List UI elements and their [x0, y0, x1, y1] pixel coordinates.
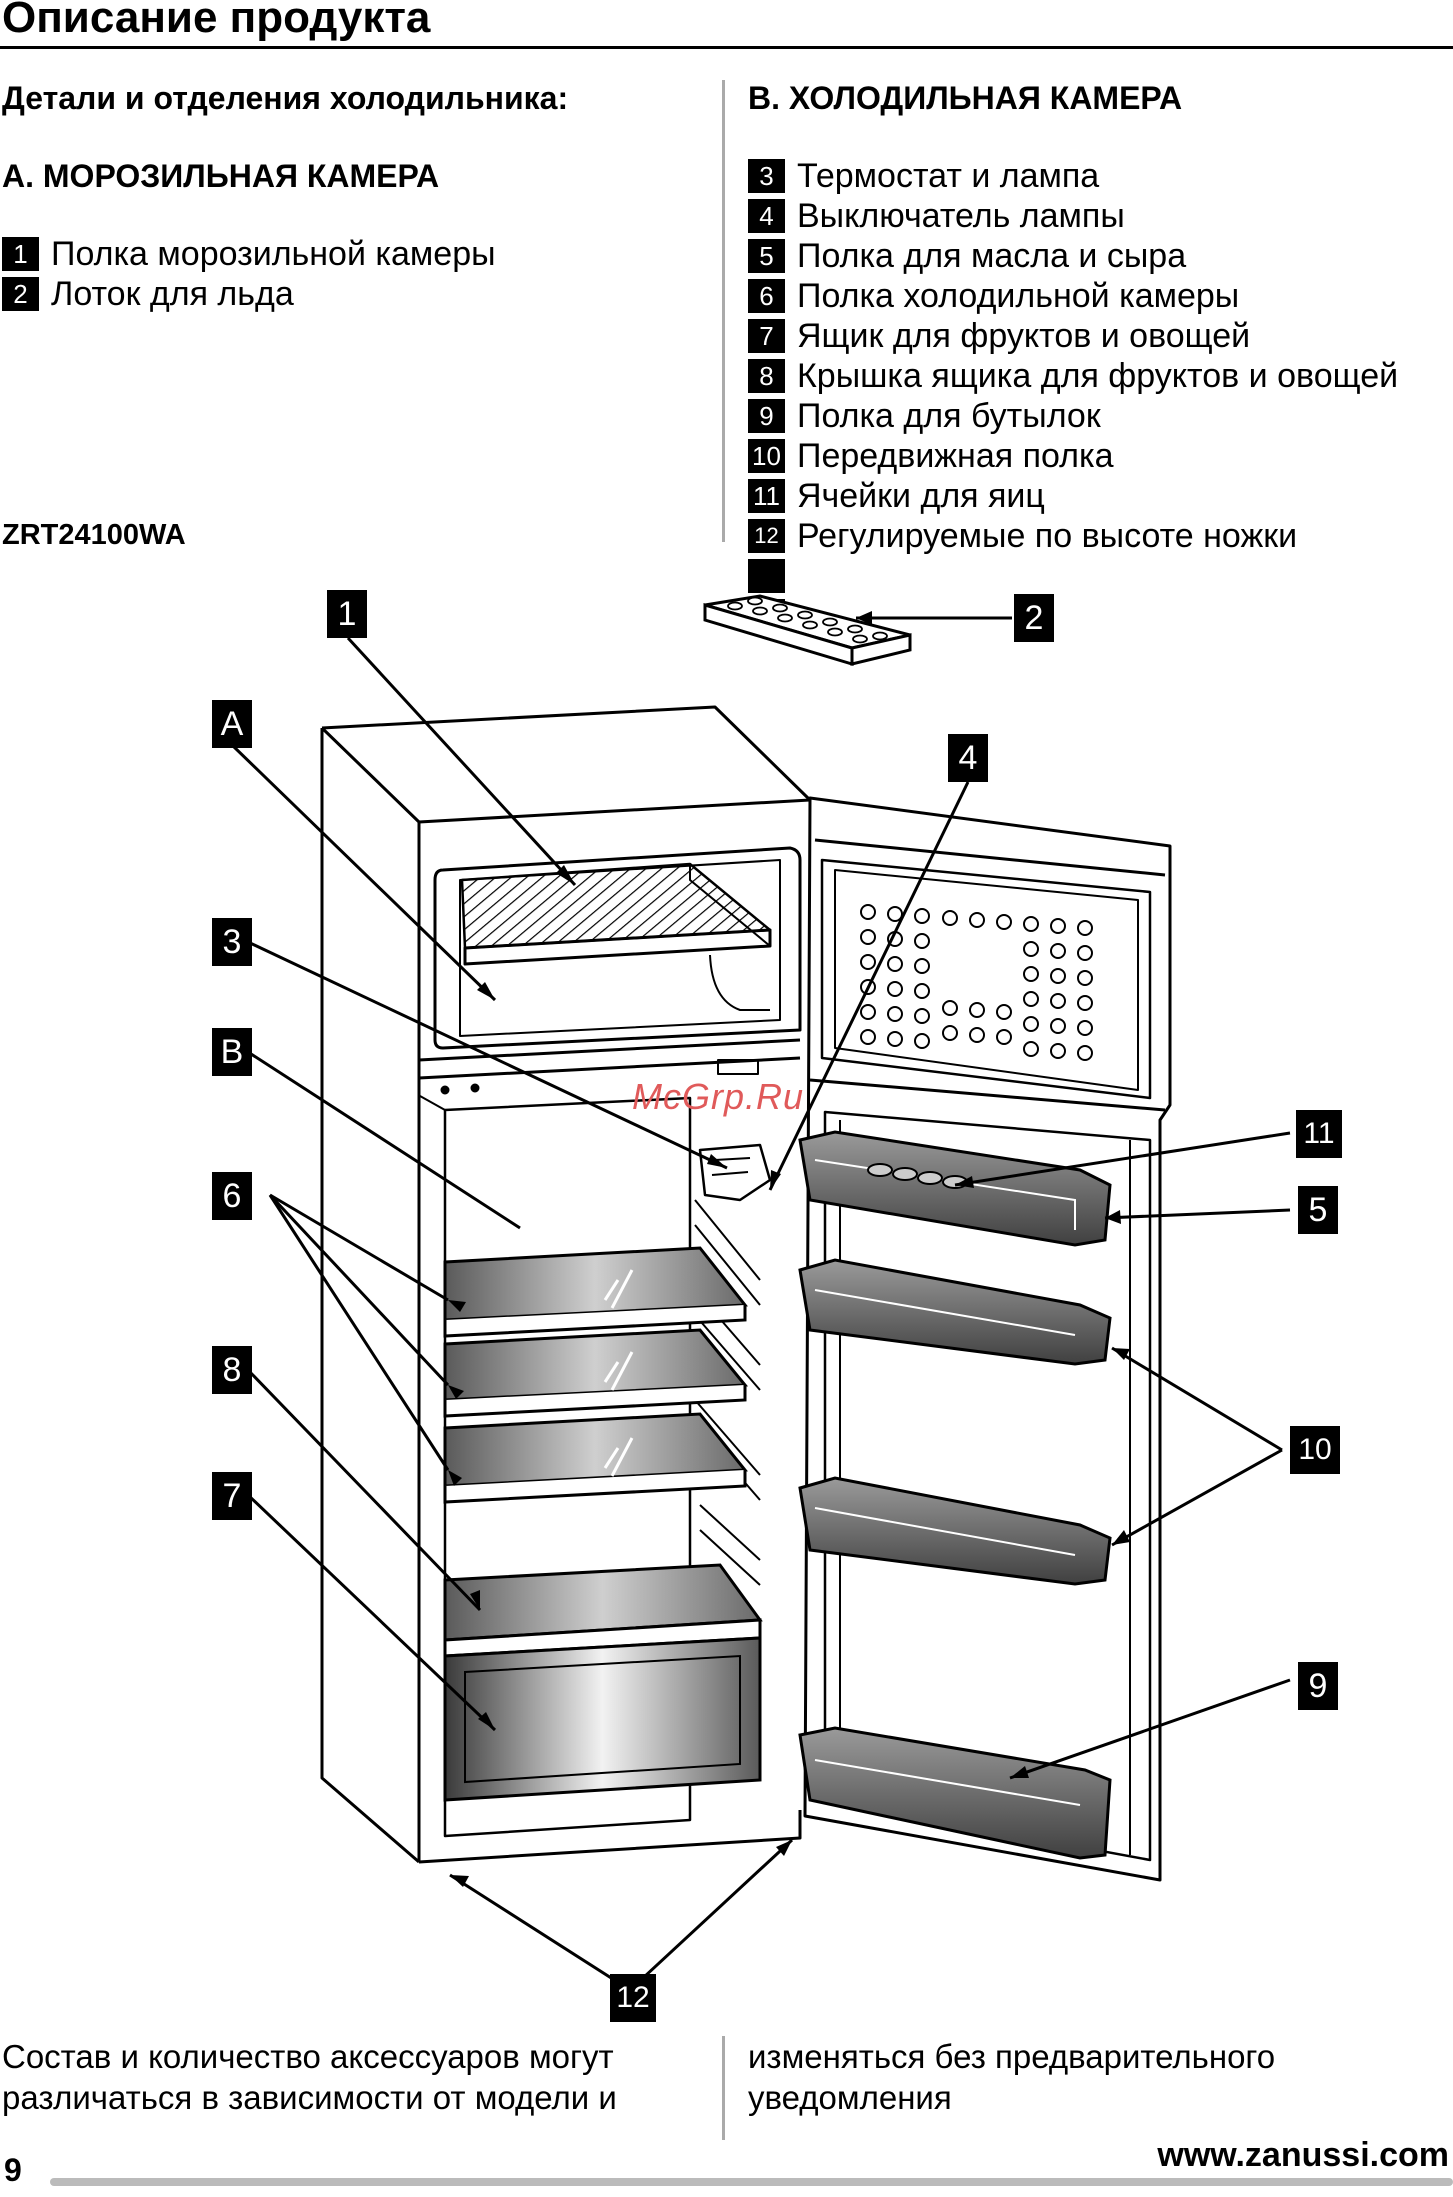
legend-item: [748, 556, 1398, 596]
legend-item: 9 Полка для бутылок: [748, 396, 1398, 436]
legend-number: 6: [748, 279, 785, 313]
legend-item: 8 Крышка ящика для фруктов и овощей: [748, 356, 1398, 396]
footnote-right: изменяться без предварительного уведомле…: [748, 2036, 1275, 2118]
watermark: McGrp.Ru: [632, 1076, 805, 1117]
legend-number: 1: [2, 237, 39, 271]
footnote-line: Состав и количество аксессуаров могут: [2, 2038, 614, 2075]
callout-12: 12: [610, 1974, 656, 2022]
legend-item: 2 Лоток для льда: [2, 274, 496, 314]
legend-label: Полка для масла и сыра: [797, 237, 1187, 275]
callout-11: 11: [1296, 1110, 1342, 1158]
legend-number: [748, 559, 785, 593]
callout-8: 8: [212, 1346, 252, 1394]
legend-item: 4 Выключатель лампы: [748, 196, 1398, 236]
legend-item: 12 Регулируемые по высоте ножки: [748, 516, 1398, 556]
legend-label: Термостат и лампа: [797, 157, 1100, 195]
parts-heading: Детали и отделения холодильника:: [2, 80, 569, 116]
legend-number: 2: [2, 277, 39, 311]
legend-number: 10: [748, 439, 785, 473]
legend-label: Ячейки для яиц: [797, 477, 1045, 515]
legend-label: Полка холодильной камеры: [797, 277, 1240, 315]
footnote-line: уведомления: [748, 2079, 952, 2116]
callout-4: 4: [948, 734, 988, 782]
legend-item: 11 Ячейки для яиц: [748, 476, 1398, 516]
legend-label: Полка для бутылок: [797, 397, 1101, 435]
section-b-title: B. ХОЛОДИЛЬНАЯ КАМЕРА: [748, 80, 1183, 116]
column-divider: [722, 80, 725, 542]
footnote-line: изменяться без предварительного: [748, 2038, 1276, 2075]
legend-item: 3 Термостат и лампа: [748, 156, 1398, 196]
legend-item: 6 Полка холодильной камеры: [748, 276, 1398, 316]
legend-item: 10 Передвижная полка: [748, 436, 1398, 476]
legend-item: 5 Полка для масла и сыра: [748, 236, 1398, 276]
callout-b: B: [212, 1028, 252, 1076]
website-url: www.zanussi.com: [1157, 2136, 1449, 2174]
fridge-legend: 3 Термостат и лампа 4 Выключатель лампы …: [748, 156, 1398, 636]
legend-label: Ящик для фруктов и овощей: [797, 317, 1251, 355]
callout-a: A: [212, 700, 252, 748]
page-title: Описание продукта: [2, 0, 431, 42]
column-divider: [722, 2036, 725, 2140]
callout-2: 2: [1014, 594, 1054, 642]
callout-5: 5: [1298, 1186, 1338, 1234]
legend-number: 9: [748, 399, 785, 433]
legend-number: 7: [748, 319, 785, 353]
callout-9: 9: [1298, 1662, 1338, 1710]
footnote-line: различаться в зависимости от модели и: [2, 2079, 617, 2116]
callout-10: 10: [1290, 1426, 1340, 1474]
callout-1: 1: [327, 590, 367, 638]
legend-label: Полка морозильной камеры: [51, 235, 496, 273]
legend-number: 12: [748, 519, 785, 553]
legend-number: 8: [748, 359, 785, 393]
legend-item: 1 Полка морозильной камеры: [2, 234, 496, 274]
legend-label: Регулируемые по высоте ножки: [797, 517, 1298, 555]
legend-number: 3: [748, 159, 785, 193]
legend-label: Выключатель лампы: [797, 197, 1125, 235]
legend-label: Крышка ящика для фруктов и овощей: [797, 357, 1399, 395]
section-a-title: A. МОРОЗИЛЬНАЯ КАМЕРА: [2, 158, 440, 194]
legend-number: 5: [748, 239, 785, 273]
legend-number: 4: [748, 199, 785, 233]
footer-bar: [50, 2178, 1453, 2186]
freezer-legend: 1 Полка морозильной камеры 2 Лоток для л…: [2, 234, 496, 314]
legend-number: 11: [748, 479, 785, 513]
legend-label: Передвижная полка: [797, 437, 1114, 475]
model-number: ZRT24100WA: [2, 519, 186, 551]
callout-7: 7: [212, 1472, 252, 1520]
title-rule: [0, 46, 1453, 49]
callout-6: 6: [212, 1172, 252, 1220]
callout-3: 3: [212, 918, 252, 966]
page-number: 9: [4, 2152, 22, 2188]
legend-label: Лоток для льда: [51, 275, 294, 313]
legend-item: 7 Ящик для фруктов и овощей: [748, 316, 1398, 356]
footnote-left: Состав и количество аксессуаров могут ра…: [2, 2036, 617, 2118]
